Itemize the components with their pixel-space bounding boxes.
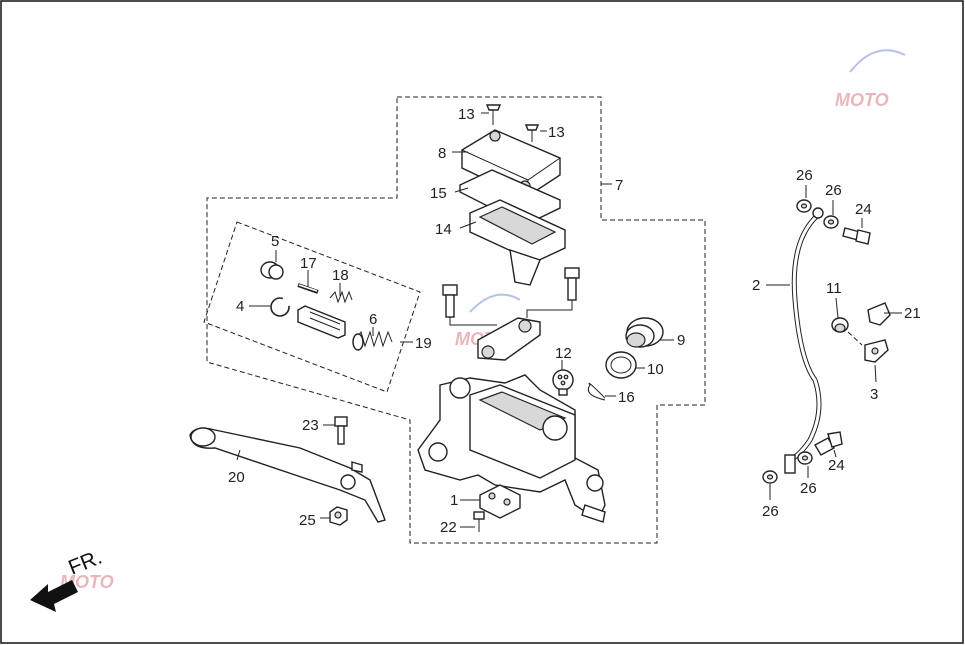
callout-labels: 13 13 8 15 14 7 5 4 17 18 6 19 12 9 10 1… [228,106,921,536]
callout-25: 25 [299,512,316,529]
o-ring-10[interactable] [605,351,637,379]
master-cylinder-body[interactable] [417,374,606,523]
washer-26d[interactable] [762,470,778,484]
svg-text:MOTO: MOTO [835,90,889,110]
callout-3: 3 [870,386,878,403]
clamp-bolt-right[interactable] [564,267,580,301]
pivot-bolt-23[interactable] [334,416,348,445]
leader-lines [236,112,902,528]
screw-13b[interactable] [524,124,540,142]
callout-24b: 24 [828,457,845,474]
washer-26b[interactable] [823,215,839,229]
assembly-outline-7 [206,96,706,544]
handlebar-clamp[interactable] [449,300,573,361]
callout-21: 21 [904,305,921,322]
callout-26b: 26 [825,182,842,199]
diaphragm-15[interactable] [459,169,561,226]
callout-26a: 26 [796,167,813,184]
callout-26d: 26 [762,503,779,520]
banjo-bolt-24b[interactable] [814,431,843,456]
callout-26c: 26 [800,480,817,497]
push-rod-17[interactable] [297,283,319,294]
callout-24a: 24 [855,201,872,218]
arrow-icon [30,580,78,612]
callout-1: 1 [450,492,458,509]
callout-7: 7 [615,177,623,194]
clip-guide-line [847,331,863,346]
hose-clip-21[interactable] [867,302,891,326]
spring-6[interactable] [352,330,393,351]
watermark-moto-logo: MOTO [835,49,906,110]
washer-26c[interactable] [797,451,813,465]
washer-26a[interactable] [796,199,812,213]
screw-22[interactable] [473,511,485,532]
circlip-4[interactable] [270,297,290,317]
callout-14: 14 [435,221,452,238]
callout-4: 4 [236,298,244,315]
circlip-16[interactable] [587,382,606,401]
brake-lever-20[interactable] [189,427,386,523]
screw-13a[interactable] [485,104,502,125]
callout-19: 19 [415,335,432,352]
hose-clamp-3[interactable] [864,339,889,363]
callout-11: 11 [826,280,842,297]
reservoir-cap-8[interactable] [461,129,561,199]
callout-8: 8 [438,145,446,162]
callout-13a: 13 [458,106,475,123]
callout-20: 20 [228,469,245,486]
assembly-outline-19 [203,221,421,393]
callout-6: 6 [369,311,377,328]
callout-23: 23 [302,417,319,434]
callout-13b: 13 [548,124,565,141]
callout-22: 22 [440,519,457,536]
callout-15: 15 [430,185,447,202]
sight-glass-12[interactable] [552,369,574,396]
callout-18: 18 [332,267,349,284]
spring-18[interactable] [329,290,353,304]
clamp-bolt-left[interactable] [442,284,458,318]
callout-5: 5 [271,233,279,250]
brake-switch-1[interactable] [479,484,521,519]
callout-16: 16 [618,389,635,406]
brake-hose-2[interactable] [784,207,824,474]
piston-assembly[interactable] [297,305,346,339]
piston-cup-5[interactable] [260,261,284,280]
callout-10: 10 [647,361,664,378]
callout-2: 2 [752,277,760,294]
callout-17: 17 [300,255,317,272]
callout-12: 12 [555,345,572,362]
reservoir-body-14[interactable] [469,199,566,286]
nut-25[interactable] [329,506,348,526]
banjo-bolt-24a[interactable] [842,227,871,245]
callout-9: 9 [677,332,685,349]
dust-boot-9[interactable] [625,317,664,348]
grommet-11[interactable] [831,317,849,333]
